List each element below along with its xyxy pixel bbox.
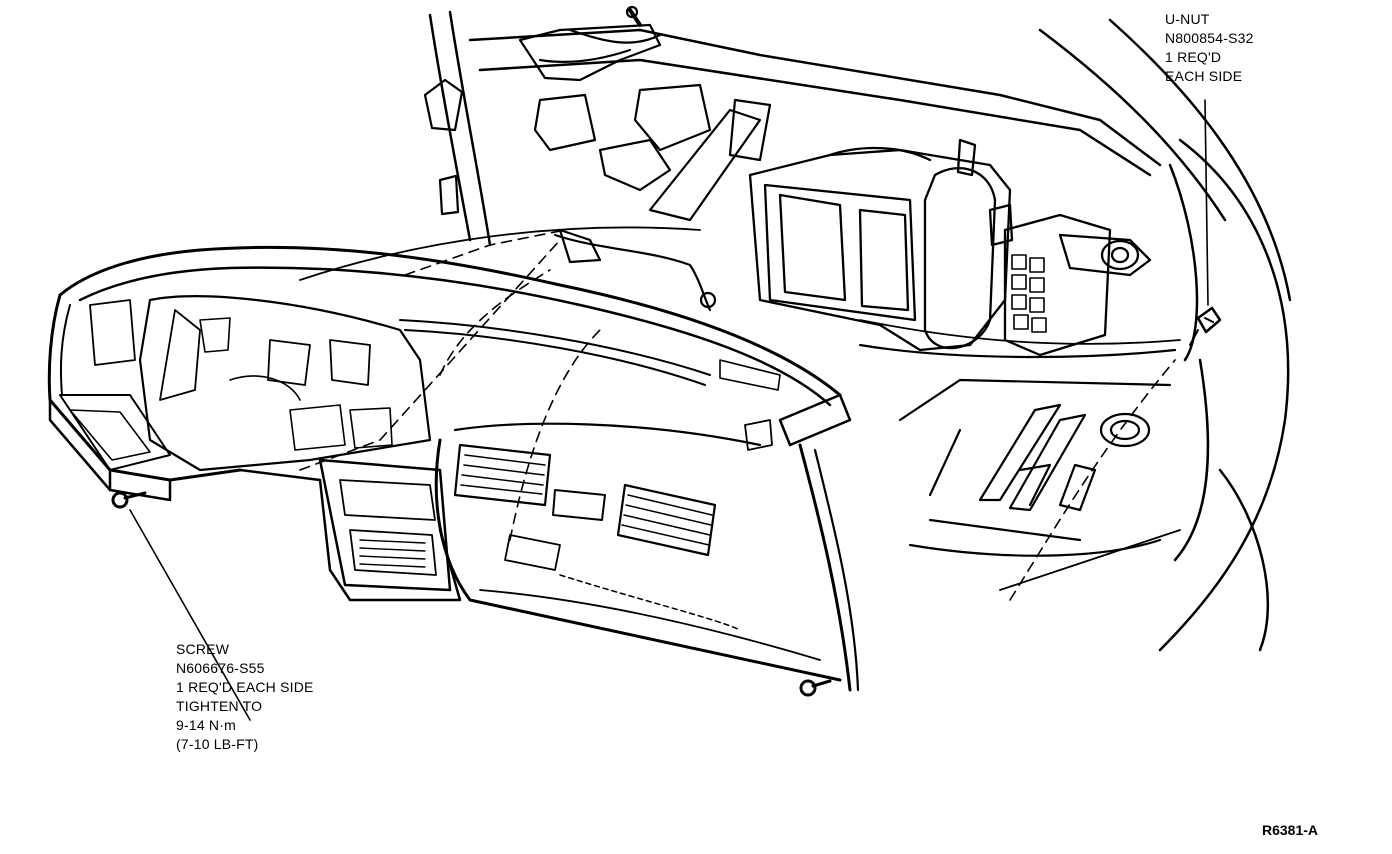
screw-fastener-right: [799, 679, 832, 697]
heater-plenum: [748, 138, 1152, 357]
unut-quantity: 1 REQ'D: [1165, 49, 1222, 65]
screw-quantity: 1 REQ'D EACH SIDE: [176, 679, 314, 695]
figure-id: R6381-A: [1262, 822, 1319, 838]
unut-label: U-NUT: [1165, 11, 1210, 27]
screw-callout: SCREW N606676-S55 1 REQ'D EACH SIDE TIGH…: [176, 640, 314, 754]
unut-fastener: [1189, 99, 1222, 346]
floor-pan: [858, 343, 1181, 591]
installation-guide-lines: [299, 229, 1176, 601]
instrument-panel: [47, 245, 860, 692]
unut-callout: U-NUT N800854-S32 1 REQ'D EACH SIDE: [1165, 10, 1254, 86]
screw-torque-imperial: (7-10 LB-FT): [176, 736, 259, 752]
unut-part-number: N800854-S32: [1165, 30, 1254, 46]
screw-fastener-left: [111, 491, 251, 721]
screw-label: SCREW: [176, 641, 230, 657]
cowl-brackets: [423, 5, 772, 312]
screw-part-number: N606676-S55: [176, 660, 265, 676]
vehicle-cowl-body: [299, 10, 1292, 652]
screw-torque-instruction: TIGHTEN TO: [176, 698, 263, 714]
screw-torque-metric: 9-14 N·m: [176, 717, 236, 733]
unut-placement: EACH SIDE: [1165, 68, 1243, 84]
